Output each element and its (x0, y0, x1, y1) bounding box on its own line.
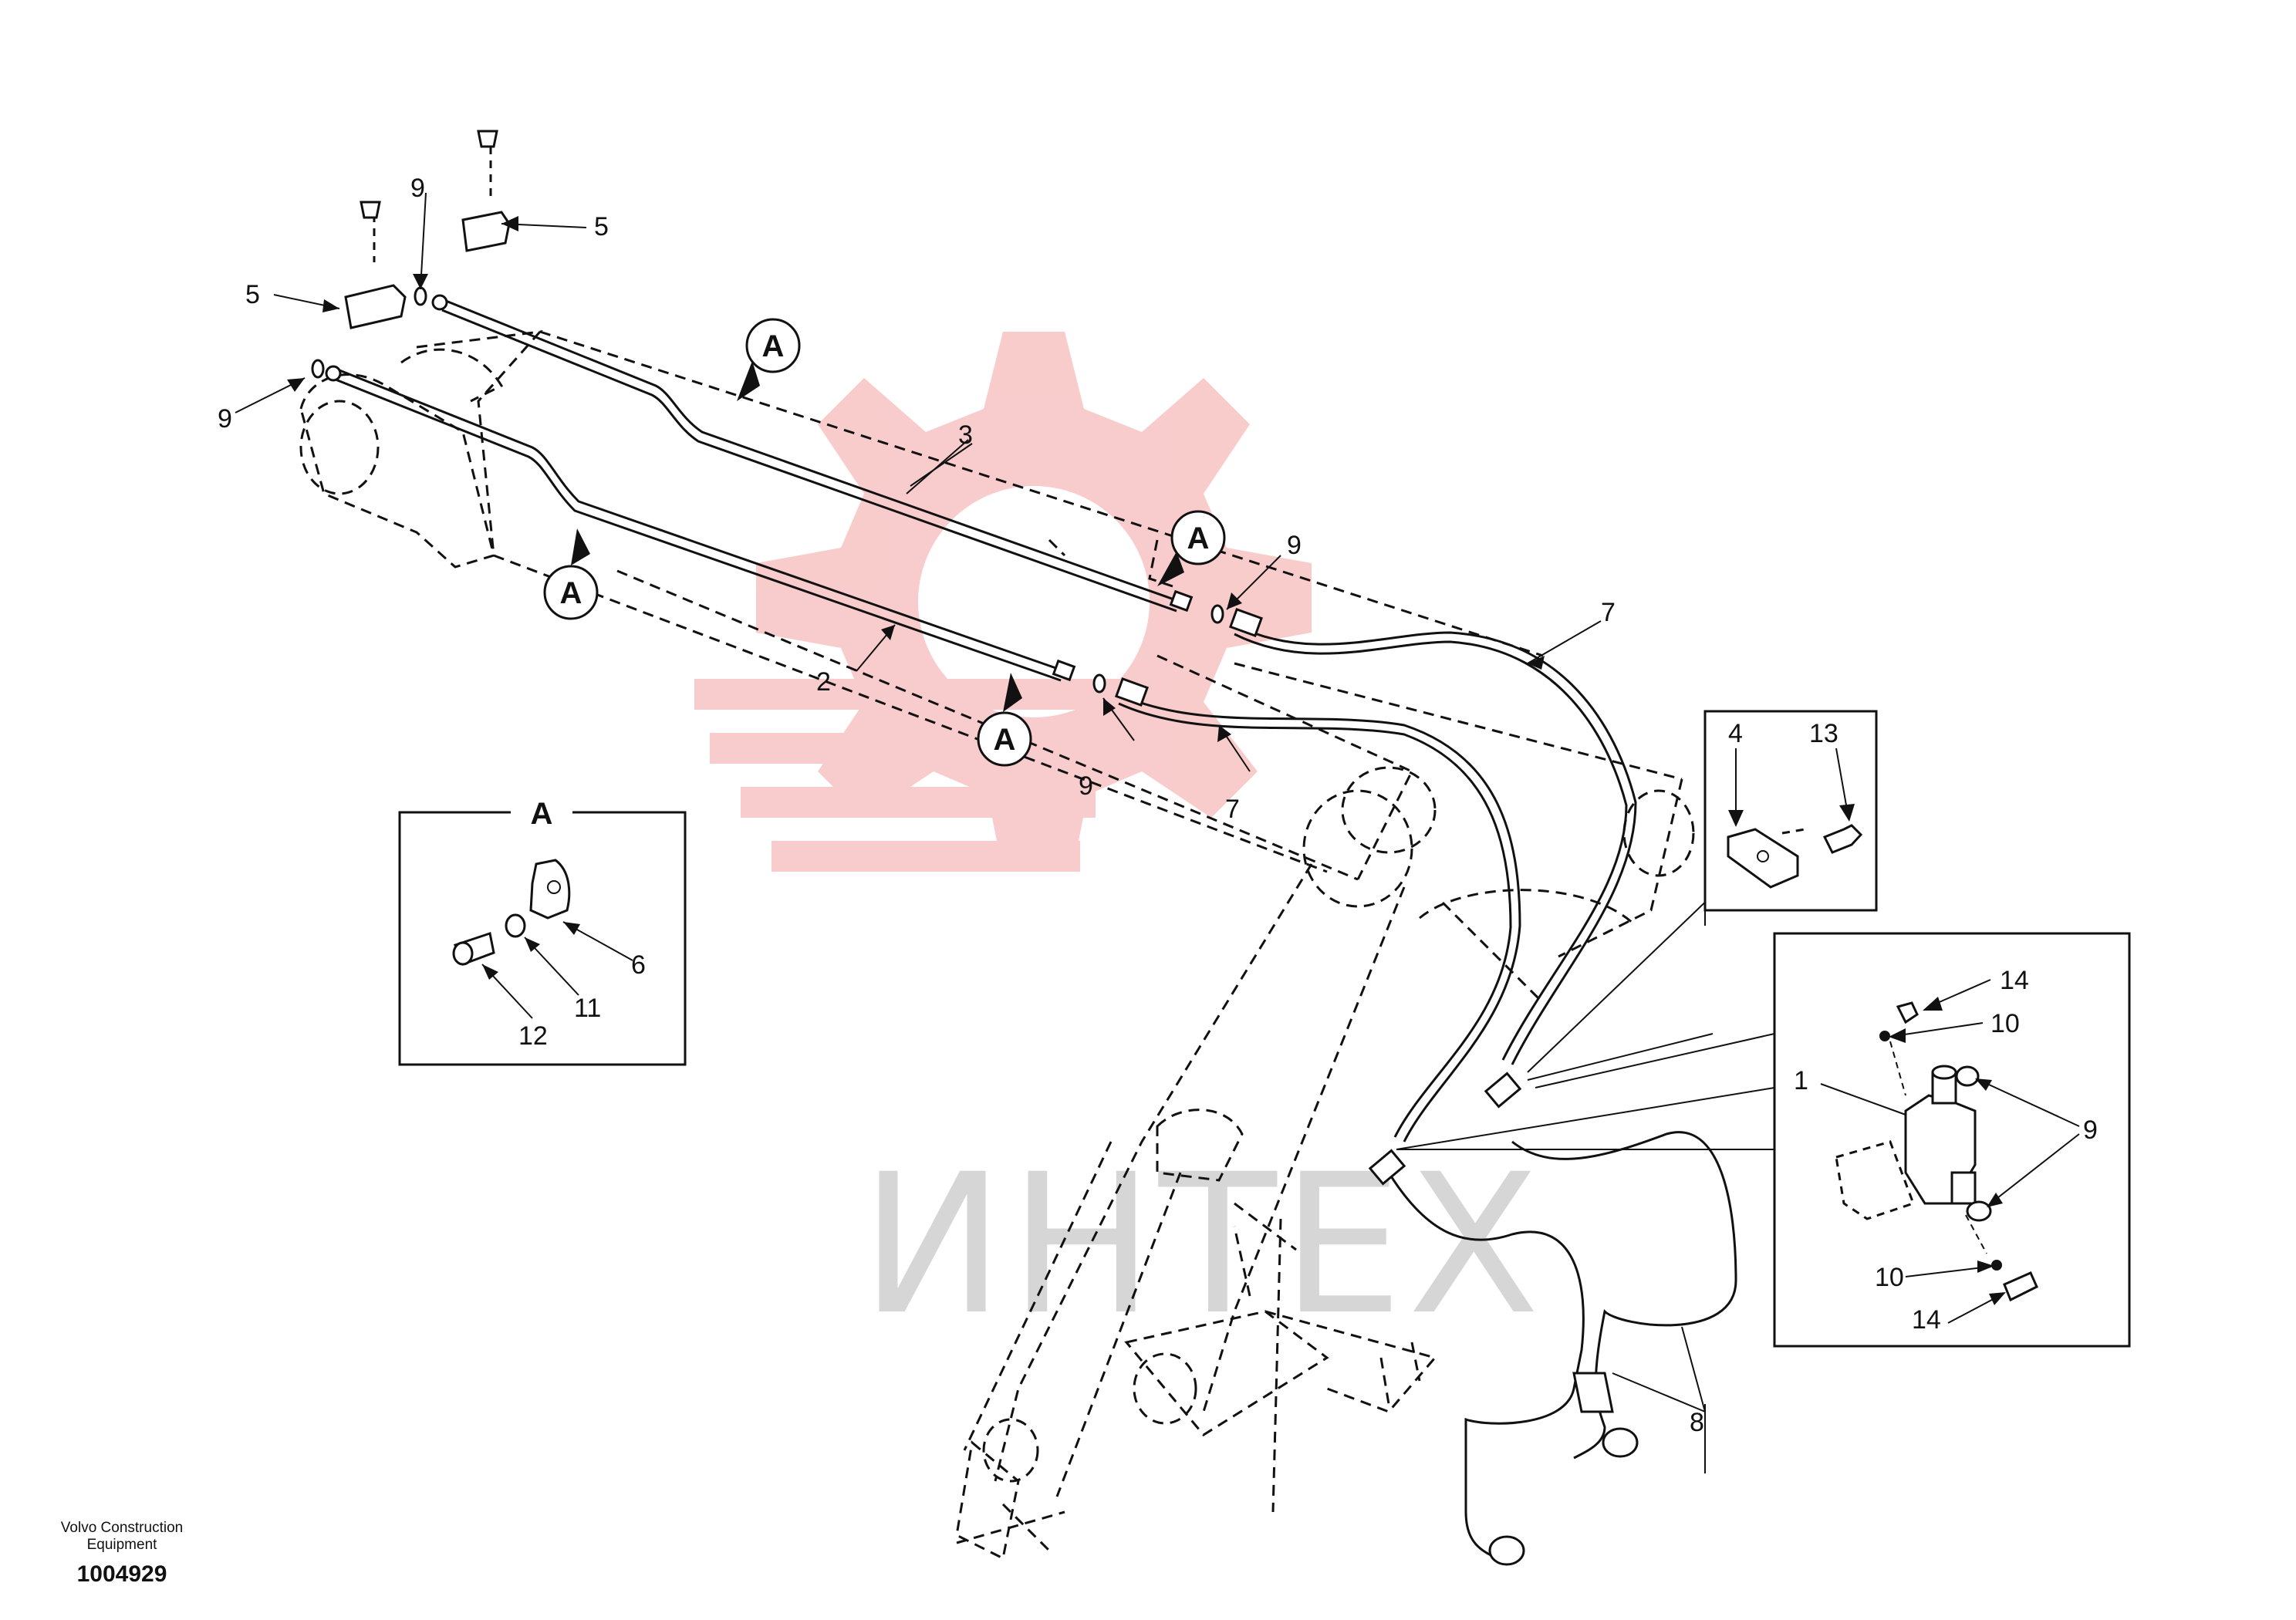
washer-10-bottom-icon (1991, 1260, 2002, 1271)
callout-13: 13 (1809, 719, 1838, 748)
fittings (311, 130, 1264, 707)
callout-9-detail: 9 (2083, 1115, 2098, 1145)
brand-line-2: Equipment (86, 1537, 157, 1553)
view-marker-3: A (543, 528, 599, 620)
hose-7-upper (1234, 623, 1637, 1065)
callout-9-mid: 9 (1287, 531, 1302, 560)
detail-a-title: A (531, 797, 553, 831)
watermark: ИНТЕХ (694, 332, 1545, 1357)
callout-5-right: 5 (594, 212, 609, 241)
callout-1: 1 (1794, 1066, 1808, 1095)
o-ring-icon (414, 286, 427, 306)
watermark-text: ИНТЕХ (860, 1132, 1545, 1357)
svg-text:A: A (1187, 521, 1210, 555)
callout-7-lower: 7 (1225, 795, 1240, 824)
brand-line-1: Volvo Construction (60, 1520, 184, 1536)
svg-text:A: A (762, 329, 785, 363)
o-ring-icon (311, 359, 325, 379)
bolt-icon (477, 130, 498, 148)
arrow-heads (287, 216, 1545, 742)
callout-4: 4 (1728, 719, 1743, 748)
callout-14-bottom: 14 (1912, 1305, 1941, 1335)
hose-end-icon (1228, 607, 1264, 638)
callout-7-upper: 7 (1601, 598, 1616, 627)
pipe-3 (431, 294, 1194, 613)
svg-text:A: A (560, 576, 582, 610)
callout-8: 8 (1690, 1408, 1704, 1437)
callout-14-top: 14 (2000, 966, 2029, 995)
callout-9-left: 9 (218, 404, 232, 434)
footer: Volvo Construction Equipment 1004929 (45, 1520, 199, 1588)
svg-text:A: A (994, 723, 1016, 757)
bolt-axis (485, 137, 492, 201)
hose-end-icon (1114, 677, 1150, 707)
o-ring-icon (1210, 604, 1224, 624)
o-ring-icon (1092, 673, 1106, 694)
boom-arm-outline (299, 330, 1695, 1561)
view-marker-4: A (977, 673, 1032, 767)
detail-a-panel: A 6 11 12 (398, 796, 687, 1066)
callout-10-top: 10 (1990, 1009, 2020, 1038)
bolt-14-top-icon (1896, 1001, 1919, 1024)
callout-9-top: 9 (410, 174, 425, 203)
hose-7-lower (1118, 693, 1521, 1142)
clamp-icon (344, 284, 407, 329)
callouts: 5 5 9 9 3 2 9 9 7 7 8 (218, 174, 1704, 1437)
callout-10-bottom: 10 (1875, 1263, 1904, 1292)
detail-clamp-panel: 4 13 (1703, 710, 1878, 912)
callout-5-left: 5 (245, 280, 260, 309)
bolt-14-bottom-icon (2003, 1271, 2038, 1302)
pipe-2 (325, 365, 1076, 682)
callout-11: 11 (574, 994, 601, 1023)
watermark-gear-icon (694, 332, 1312, 872)
detail-manifold-panel: 14 10 1 9 10 14 (1773, 932, 2131, 1348)
callout-3: 3 (958, 420, 973, 450)
callout-9-lower: 9 (1079, 771, 1093, 801)
callout-6: 6 (631, 950, 646, 980)
document-number: 1004929 (76, 1561, 167, 1587)
bolt-13-icon (1822, 824, 1863, 854)
view-marker-2: A (1157, 510, 1226, 586)
o-ring-9-bottom-icon (1966, 1200, 1992, 1222)
bolt-icon (360, 201, 381, 219)
clamp-icon (461, 211, 511, 252)
hose-8 (1368, 1072, 1737, 1566)
washer-10-top-icon (1879, 1031, 1890, 1041)
leader-arrows (235, 192, 1775, 1473)
view-a-markers: A A A A (543, 318, 1226, 767)
o-ring-9-top-icon (1955, 1065, 1980, 1087)
callout-2: 2 (816, 667, 831, 697)
callout-12: 12 (518, 1021, 548, 1051)
washer-11-icon (505, 913, 526, 938)
view-marker-1: A (737, 318, 801, 401)
